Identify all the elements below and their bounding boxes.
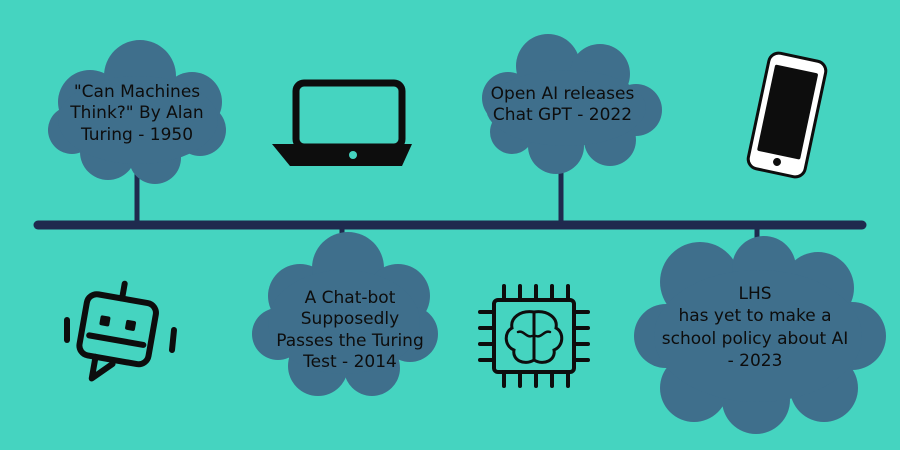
event-line: Supposedly [300, 309, 400, 330]
event-line: Think?" By Alan [70, 103, 204, 124]
event-line: Open AI releases [490, 84, 635, 104]
event-line: LHS [738, 284, 772, 304]
event-line: Turing - 1950 [80, 124, 194, 145]
brain-chip-icon [478, 284, 590, 388]
smartphone-icon [746, 51, 828, 179]
event-text-turing-1950: "Can Machines Think?" By Alan Turing - 1… [52, 82, 222, 146]
cloud-turing-1950 [48, 40, 226, 184]
event-line: Chat GPT - 2022 [492, 105, 633, 126]
cloud-chatgpt-2022 [482, 34, 662, 174]
laptop-icon [272, 79, 412, 166]
event-line: has yet to make a [678, 306, 832, 327]
event-line: Test - 2014 [303, 351, 397, 372]
event-line: Passes the Turing [276, 330, 424, 351]
event-line: school policy about AI [661, 328, 849, 349]
event-text-lhs-2023: LHS has yet to make a school policy abou… [640, 283, 870, 373]
event-line: "Can Machines [73, 82, 201, 102]
event-line: - 2023 [727, 351, 783, 372]
event-line: A Chat-bot [304, 288, 396, 308]
cloud-lhs-2023 [634, 236, 886, 434]
cloud-chatbot-2014 [252, 232, 438, 396]
chatbot-icon [64, 280, 177, 382]
event-text-chatbot-2014: A Chat-bot Supposedly Passes the Turing … [265, 288, 435, 373]
event-text-chatgpt-2022: Open AI releases Chat GPT - 2022 [470, 84, 655, 127]
